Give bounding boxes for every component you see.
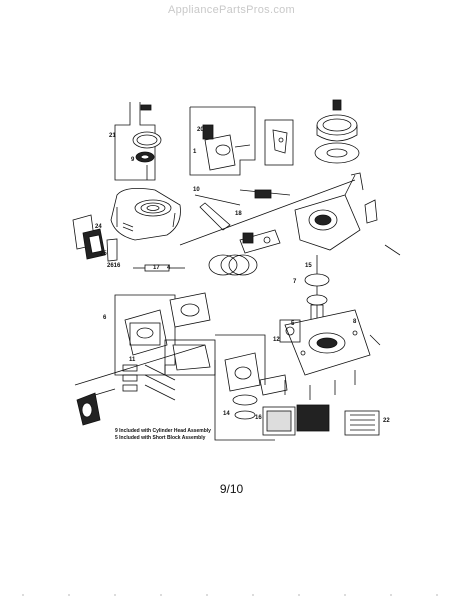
callout-6: 6: [103, 315, 107, 321]
callout-10: 10: [193, 187, 200, 193]
callout-7: 7: [293, 279, 297, 285]
callout-25: 25: [100, 251, 107, 257]
dipstick-tube: [194, 189, 291, 231]
callout-5: 5: [291, 321, 295, 327]
muffler: [74, 344, 206, 426]
carburetor: [214, 352, 288, 441]
cylinder-block: [294, 172, 378, 251]
spark-plug: [133, 264, 185, 272]
callout-11: 11: [129, 357, 136, 363]
air-filter-elements: [262, 404, 380, 436]
callout-18: 18: [235, 211, 242, 217]
callout-21: 21: [109, 133, 116, 139]
valve-springs: [122, 364, 176, 401]
callout-9: 9: [131, 157, 135, 163]
callout-12: 12: [273, 337, 280, 343]
blower-housing: [110, 187, 181, 241]
hardware-bolts: [284, 244, 401, 400]
governor-gear: [279, 319, 301, 343]
callout-22: 22: [383, 418, 390, 424]
exploded-parts-diagram: 21 20 1 9 10 18 24 25 2616 17 4 15 7 6 1…: [72, 99, 401, 441]
air-cleaner: [72, 214, 118, 262]
callout-8: 8: [353, 319, 357, 325]
callout-16: 16: [255, 415, 262, 421]
callout-2616: 2616: [107, 263, 121, 269]
scan-edge-artifacts: [0, 590, 463, 600]
callout-15: 15: [305, 263, 312, 269]
legend-line-cylinder-head: 9 Included with Cylinder Head Assembly: [115, 428, 211, 434]
watermark-text: AppliancePartsPros.com: [167, 4, 296, 16]
throttle-bracket: [264, 119, 294, 166]
callout-4: 4: [167, 265, 171, 271]
crankshaft: [304, 255, 330, 325]
page-number: 9/10: [219, 482, 244, 496]
flywheel-assembly: [314, 99, 360, 164]
governor-control-assembly: [189, 106, 256, 176]
callout-20: 20: [197, 127, 204, 133]
callout-24: 24: [95, 224, 102, 230]
engine-sump: [284, 309, 371, 376]
diagram-legend: 9 Included with Cylinder Head Assembly 5…: [115, 428, 211, 442]
callout-17: 17: [153, 265, 160, 271]
valve-cover: [164, 334, 266, 385]
callout-1: 1: [193, 149, 197, 155]
legend-line-short-block: 5 Included with Short Block Assembly: [115, 435, 206, 441]
callout-14: 14: [223, 411, 230, 417]
piston-connecting-rod: [179, 179, 356, 276]
recoil-starter-assembly: [114, 102, 162, 181]
